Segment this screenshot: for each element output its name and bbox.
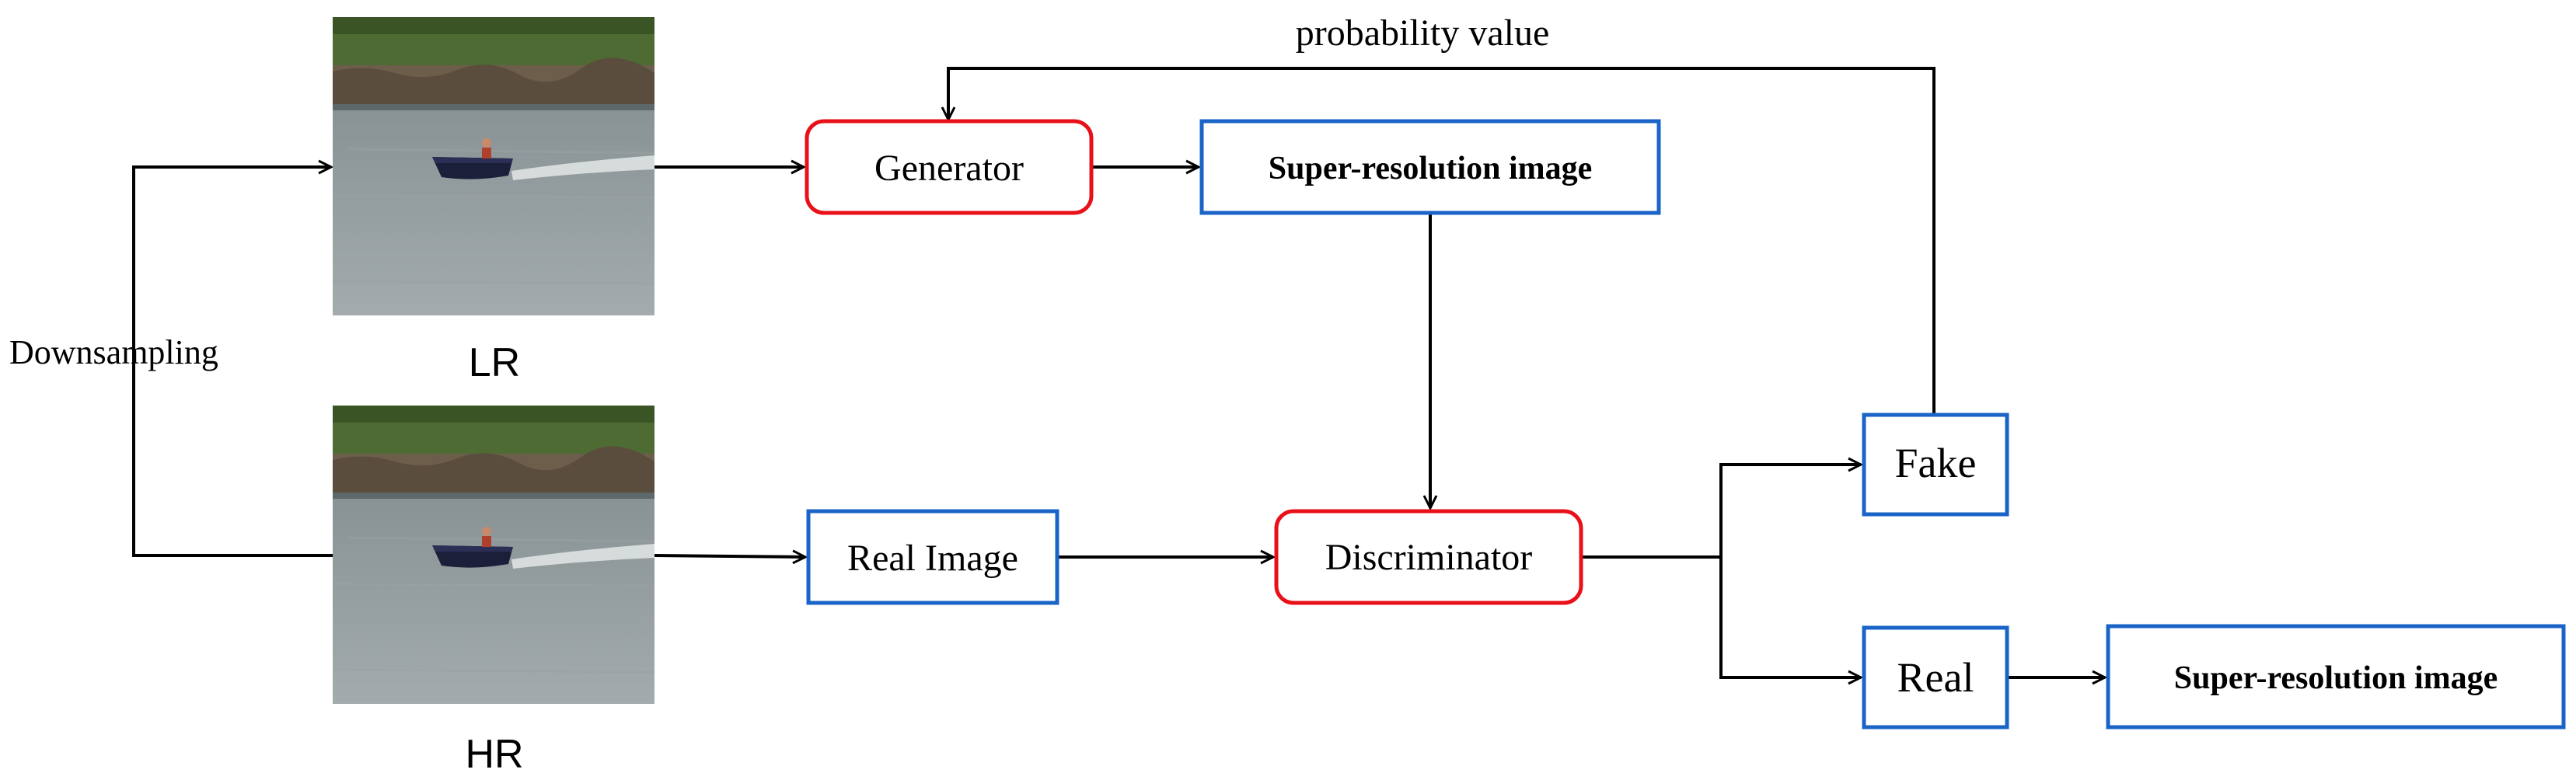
super-resolution-bottom-label: Super-resolution image <box>2174 660 2498 696</box>
generator-node: Generator <box>805 119 1094 215</box>
arrow-hr-to-real-image <box>654 555 805 557</box>
probability-value-label: probability value <box>1296 12 1550 54</box>
fake-label: Fake <box>1895 440 1977 486</box>
hr-image <box>331 404 656 705</box>
hr-label: HR <box>465 732 523 777</box>
arrow-downsampling <box>132 167 333 557</box>
lr-image <box>331 16 656 317</box>
discriminator-node: Discriminator <box>1274 509 1583 605</box>
arrow-probability-feedback <box>948 67 1935 415</box>
arrow-to-fake <box>1719 465 1861 557</box>
super-resolution-bottom-node: Super-resolution image <box>2106 624 2566 730</box>
generator-label: Generator <box>874 148 1024 189</box>
super-resolution-top-label: Super-resolution image <box>1269 151 1593 186</box>
real-image-node: Real Image <box>806 509 1059 605</box>
discriminator-label: Discriminator <box>1325 537 1533 578</box>
lr-label: LR <box>469 340 520 385</box>
downsampling-label: Downsampling <box>9 333 218 371</box>
real-node: Real <box>1862 625 2009 730</box>
fake-node: Fake <box>1862 413 2009 517</box>
real-image-label: Real Image <box>847 538 1018 579</box>
connectors <box>132 67 2105 677</box>
real-label: Real <box>1897 654 1974 701</box>
super-resolution-top-node: Super-resolution image <box>1199 119 1661 215</box>
arrow-to-real <box>1719 557 1861 677</box>
